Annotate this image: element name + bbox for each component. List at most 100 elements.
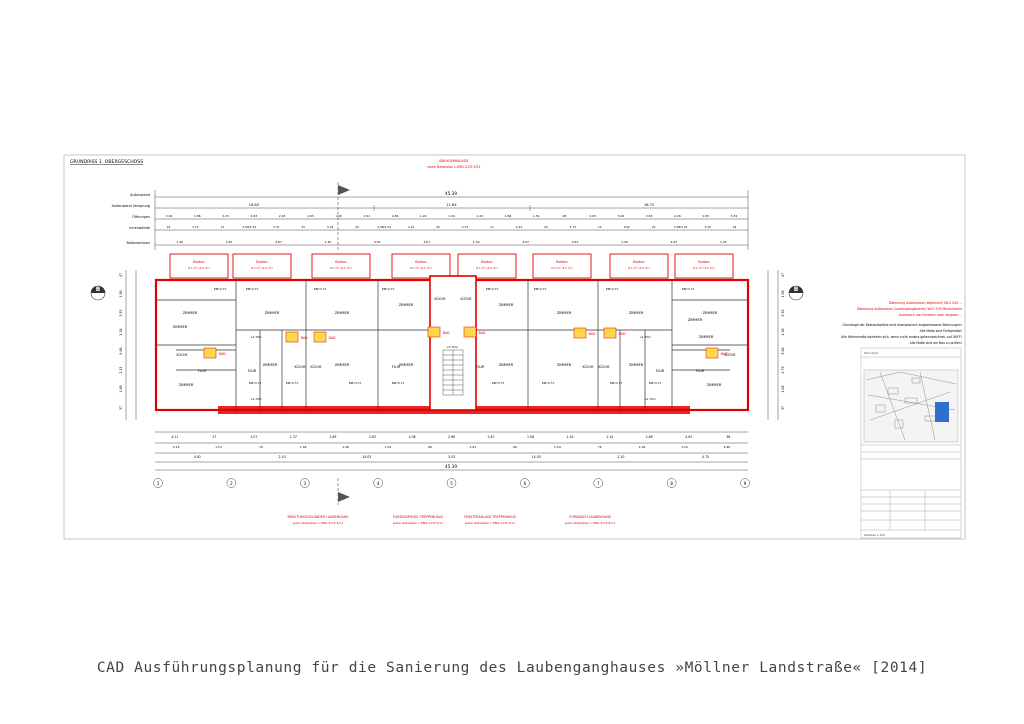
dim-value: 1.08 <box>527 435 534 439</box>
axis-circle <box>446 478 457 488</box>
caption: CAD Ausführungsplanung für die Sanierung… <box>96 660 928 676</box>
dim-value: 22 <box>652 225 656 229</box>
dim-value: 1.86 <box>194 214 201 218</box>
side-dim-right: 47 <box>781 273 785 277</box>
dim-value: 4.67 <box>423 240 430 244</box>
balcony-label: Balkon <box>335 260 346 264</box>
axis-number: 1 <box>157 481 160 486</box>
dim-value: 4.67 <box>275 240 282 244</box>
balcony <box>532 253 592 279</box>
legend-red-line: Dämmung Außenwand (Laubengangbereich) WL… <box>857 307 962 311</box>
dim-value: 1.14 <box>606 435 613 439</box>
brh-label: BRH 0.73 <box>649 381 661 385</box>
room-zimmer: ZIMMER <box>173 325 188 329</box>
sanitary-fixture <box>313 331 327 343</box>
dim-value: 80 <box>513 445 517 449</box>
axis-number: 6 <box>524 481 527 486</box>
room-zimmer: ZIMMER <box>499 303 514 307</box>
dim-value: 2.10 <box>617 455 624 459</box>
dim-value: 80 <box>428 445 432 449</box>
section-marker-right: B <box>788 285 804 301</box>
title-block <box>860 347 962 539</box>
dim-value: 1.51 <box>533 214 540 218</box>
side-dim-right: 2.79 <box>781 366 785 373</box>
balcony <box>391 253 451 279</box>
dim-value: 18 <box>167 225 171 229</box>
dim-value: 12 <box>221 225 225 229</box>
dim-value: 1.07 <box>250 435 257 439</box>
dim-value: 2.63 <box>646 214 653 218</box>
dim-value: 3.49 <box>166 214 173 218</box>
side-dim-right: 3.92 <box>781 309 785 316</box>
brh-label: BRH 0.73 <box>542 381 554 385</box>
room-zimmer: ZIMMER <box>688 318 703 322</box>
room-flur: FLUR <box>248 369 257 373</box>
dim-value: 2.44 <box>516 225 522 229</box>
dim-value: 2.63 <box>589 214 596 218</box>
section-marker-bottom <box>337 478 350 505</box>
dim-value: 2.62 <box>624 225 630 229</box>
level-mark: +2.70m <box>250 397 262 401</box>
balcony <box>674 253 734 279</box>
dim-value: 76 <box>598 445 602 449</box>
dim-value: 2.93 <box>279 214 286 218</box>
dim-value: 4.67 <box>572 240 579 244</box>
room-zimmer: ZIMMER <box>399 303 414 307</box>
dimension-lines-bottom <box>155 431 748 471</box>
dim-value: 17 <box>212 435 216 439</box>
brh-label: BRH 0.73 <box>314 287 326 291</box>
top-note-ref: siehe Detailplan L-HBG-5-DT-5/11 <box>427 165 480 169</box>
level-mark: +2.70m <box>446 345 458 349</box>
sanitary-fixture <box>573 327 587 339</box>
brh-label: BRH 0.73 <box>392 381 404 385</box>
brh-label: BRH 0.73 <box>214 287 226 291</box>
room-zimmer: ZIMMER <box>557 363 572 367</box>
balcony <box>311 253 371 279</box>
site-map <box>865 371 957 441</box>
brh-label: BRH 0.73 <box>349 381 361 385</box>
level-mark: +2.70m <box>644 397 656 401</box>
legend-red-line: Dämmung Außenwand (allgemein) WLG 040 ..… <box>889 301 962 305</box>
dim-value: 4.05 <box>685 435 692 439</box>
row-label: Öffnungen <box>132 214 150 219</box>
brh-label: BRH 0.73 <box>249 381 261 385</box>
room-kueche: KÜCHE <box>295 364 306 369</box>
sanitary-fixture <box>603 327 617 339</box>
dim-value: 1.24 <box>408 225 414 229</box>
dim-value: 12 <box>598 225 602 229</box>
axis-number: 4 <box>377 481 380 486</box>
dim-value: 1.24 <box>420 214 427 218</box>
room-zimmer: ZIMMER <box>629 311 644 315</box>
dim-value: 1.51 <box>363 214 370 218</box>
dimension-row-labels: Außenwand Außenwand Vorsprung Öffnungen … <box>112 193 150 245</box>
dim-value: 12 <box>490 225 494 229</box>
room-flur: FLUR <box>392 365 401 369</box>
balcony-label: Balkon <box>415 260 426 264</box>
dim-value: 4.11 <box>171 435 178 439</box>
room-zimmer: ZIMMER <box>499 363 514 367</box>
side-dimension-values: 471.983.921.389.882.511.8937471.983.921.… <box>119 273 785 410</box>
dim-value: 2.89 <box>646 435 653 439</box>
dim-value: 1.28 <box>342 445 349 449</box>
balcony-area: 8.1 m² (4.5 m²) <box>476 266 497 270</box>
side-dim-left: 1.98 <box>119 290 123 297</box>
dim-value: 98 <box>563 214 567 218</box>
dim-value: 2.08/1.34 <box>243 225 257 229</box>
dim-value: 25 <box>355 225 359 229</box>
balcony-label: Balkon <box>481 260 492 264</box>
dim-value: 1.04 <box>300 445 307 449</box>
dim-value: 4.67 <box>374 240 381 244</box>
section-label: B <box>96 286 101 293</box>
room-zimmer: ZIMMER <box>265 311 280 315</box>
section-marker-left: B <box>90 285 106 301</box>
top-note-title: BALKONANLAGE <box>439 159 469 163</box>
side-dimensions <box>125 270 779 420</box>
room-zimmer: ZIMMER <box>629 363 644 367</box>
axis-circle <box>373 478 383 488</box>
dim-value: 1.46 <box>176 240 183 244</box>
dim-value: 1.35 <box>720 240 727 244</box>
dim-value: 3.53 <box>448 455 455 459</box>
room-kueche: KÜCHE <box>461 296 472 301</box>
dim-value: 1.42 <box>567 435 574 439</box>
